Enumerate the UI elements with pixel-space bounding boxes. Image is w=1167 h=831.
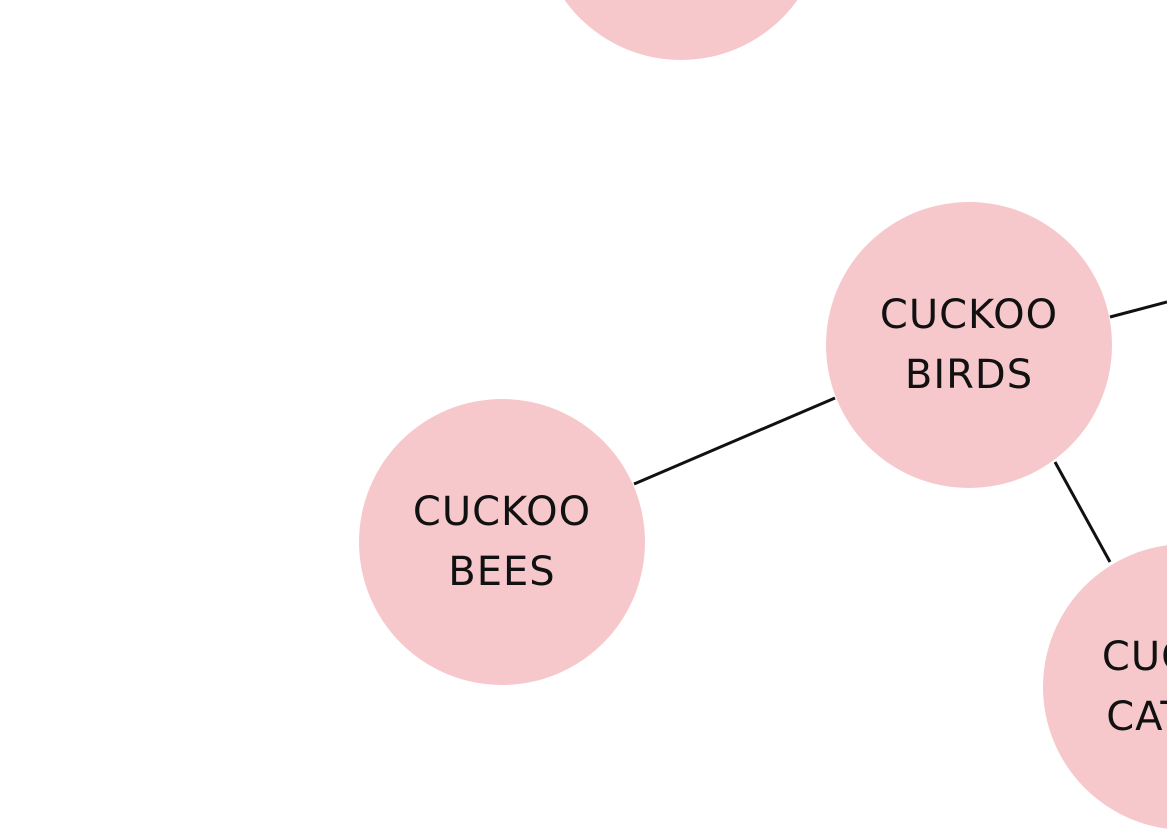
node-label-line-1: CUCKOO	[879, 292, 1059, 338]
edge-birds-bees	[633, 396, 836, 486]
node-label-line-2: CAT	[1106, 694, 1167, 740]
node-label-line-1: CUC	[1101, 634, 1167, 680]
edge-birds-cats	[1053, 461, 1112, 563]
node-label-line-2: BEES	[448, 549, 556, 595]
node-cuckoo-bees[interactable]: CUCKOO BEES	[359, 399, 645, 685]
edge-birds-offscreen-right	[1109, 300, 1167, 319]
node-label-line-2: BIRDS	[904, 352, 1034, 398]
node-cuckoo-birds[interactable]: CUCKOO BIRDS	[826, 202, 1112, 488]
node-label-line-1: CUCKOO	[412, 489, 592, 535]
